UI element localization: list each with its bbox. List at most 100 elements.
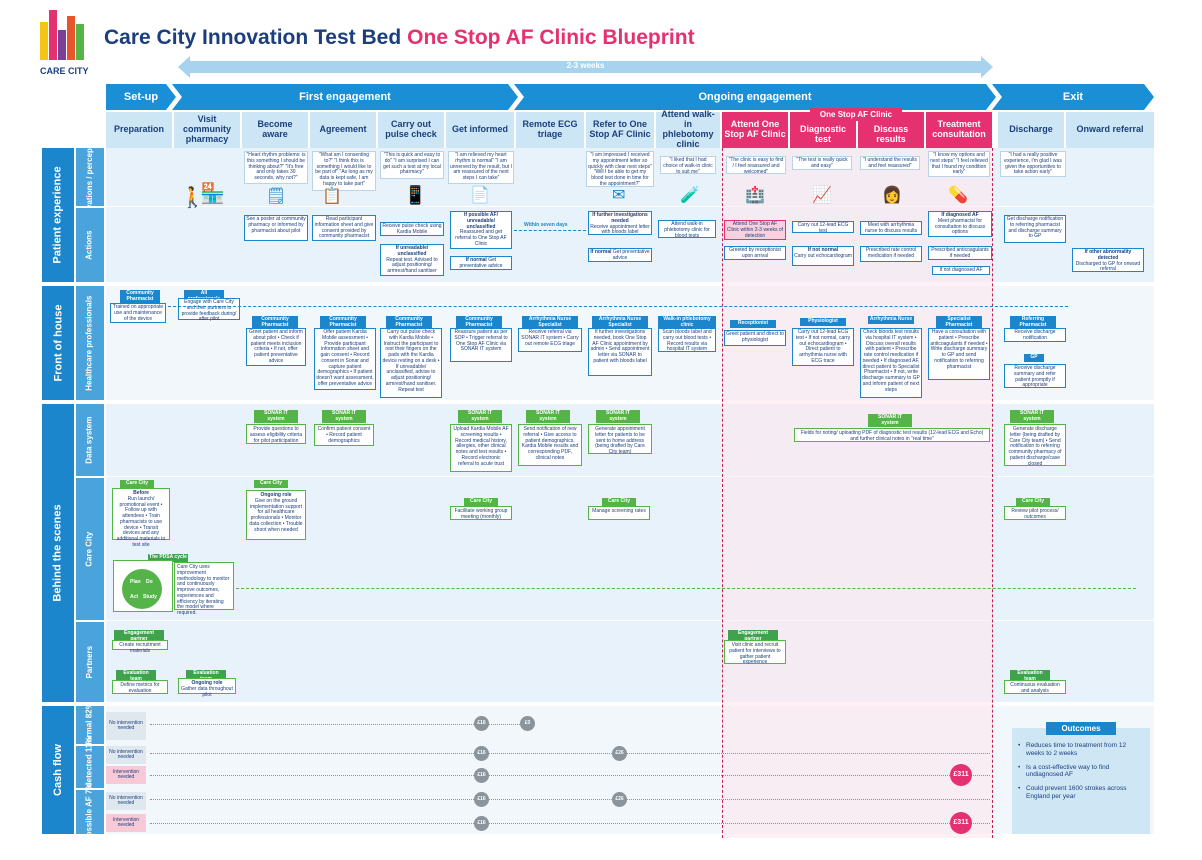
cash-normal-label: No intervention needed [106,712,146,740]
flow-line-seven-days [514,230,586,231]
flow-line-pharmacist [168,306,1068,307]
quote-clinic: "The clinic is easy to find / I feel rea… [726,156,786,174]
action-discharge: Get discharge notification to referring … [1004,215,1066,243]
outcomes-panel: Outcomes Reduces time to treatment from … [1012,722,1150,834]
action-normal: If normal Get preventative advice [450,256,512,270]
hdr-specialist: Specialist Pharmacist [936,316,982,329]
clinic-zone [722,148,992,838]
quote-informed: "I am relieved my heart rhythm is normal… [448,151,514,184]
hdr-carecity-1: Care City [120,480,154,488]
band-front: Front of house [42,286,74,400]
quote-diagnostic: "The test is really quick and easy" [792,156,852,170]
walking-person-icon: 🚶 [180,187,205,209]
cash-line [150,775,990,776]
stage-first-engagement: First engagement [172,84,518,110]
within-seven-days: Within seven days [524,222,568,228]
cc-facilitate: Facilitate working group meeting (monthl… [450,506,512,520]
data-consent: Confirm patient consent • Record patient… [314,424,374,446]
care-city-logo: CARE CITY [34,10,96,86]
data-discharge: Generate discharge letter (being drafted… [1004,424,1066,466]
hcp-receptionist: Greet patient and direct to physiologist [724,330,786,346]
lane-actions: Actions [76,208,104,282]
hdr-carecity-5: Care City [1016,498,1050,506]
hdr-engagement-1: Engagement partner [114,630,164,643]
sub-agreement: Agreement [310,112,376,148]
divider [106,476,1154,477]
hcp-greet: Greet patient and inform about pilot • C… [246,328,306,366]
hdr-sonar-6: SONAR IT system [868,414,912,427]
data-upload: Upload Kardia Mobile AF screening result… [450,424,512,472]
quote-results: "I understand the results and feel reass… [860,156,920,170]
row-cash [106,706,1154,834]
document-icon: 📄 [470,187,490,204]
hcp-engage: Engage with Care City and their partners… [178,298,240,322]
action-ecg: Carry out 12-lead ECG test [792,221,854,234]
money-bag-icon: £311 [950,764,972,786]
poster-icon: 🗒 [266,188,287,205]
hdr-cp-agreement: Community Pharmacist [320,316,366,329]
lane-possible: Possible AF 7% [76,782,104,842]
hcp-book: If further investigations needed, book O… [588,328,652,376]
action-refer-normal: If normal Get preventative advice [588,248,652,262]
hdr-cp-pulse: Community Pharmacist [386,316,432,329]
hdr-cp-aware: Community Pharmacist [252,316,298,329]
sub-treatment: Treatment consultation [926,112,992,148]
money-bag-icon: £16 [474,716,489,731]
hcp-remote: Receive referral via SONAR IT system • C… [518,328,582,352]
hdr-arrhythmia: Arrhythmia Nurse [868,316,914,324]
stage-exit: Exit [992,84,1154,110]
lane-data: Data system [76,404,104,476]
action-pulse: Receive pulse check using Kardia Mobile [380,222,444,236]
lane-hcp: Healthcare professionals [76,286,104,400]
partner-visit: Visit clinic and recruit patient for int… [724,640,786,665]
hdr-cp-informed: Community Pharmacist [456,316,502,329]
divider [106,206,1154,207]
hdr-physiologist: Physiologist [800,318,846,326]
hcp-gp: Receive discharge summary and refer pati… [1004,364,1066,388]
quote-treatment: "I know my options and next steps" "I fe… [928,151,990,177]
cash-line [150,799,990,800]
lane-carecity: Care City [76,478,104,620]
outcomes-title: Outcomes [1046,722,1116,735]
cash-possible-no: No intervention needed [106,792,146,810]
partner-recruitment: Create recruitment materials [112,640,168,654]
band-cash: Cash flow [42,706,74,834]
action-agreement: Read participant information sheet and g… [312,215,376,241]
quote-phlebotomy: "I liked that I had choice of walk-in cl… [660,156,716,174]
lane-partners: Partners [76,622,104,702]
action-possible-af: If possible AF/ unreadable/ unclassified… [450,211,512,249]
weeks-arrow [178,56,993,78]
money-bag-icon: £16 [474,746,489,761]
hdr-community-pharmacist: Community Pharmacist [120,290,160,303]
hospital-icon: 🏥 [745,187,765,204]
hdr-sonar-1: SONAR IT system [254,410,298,423]
medication-icon: 💊 [948,187,968,204]
money-bag-icon: £16 [474,792,489,807]
sub-visit: Visit community pharmacy [174,112,240,148]
ecg-icon: 📈 [812,187,832,204]
sub-phlebotomy: Attend walk-in phlebotomy clinic [656,109,720,149]
test-tube-icon: 🧪 [680,187,700,204]
sub-remote-ecg: Remote ECG triage [516,112,584,148]
action-anticoagulants: Prescribed anticoagulants if needed [928,246,992,260]
sub-discharge: Discharge [998,112,1064,148]
outcome-item: Reduces time to treatment from 12 weeks … [1018,742,1146,758]
hdr-carecity-4: Care City [602,498,636,506]
phone-icon: 📱 [404,185,427,205]
money-bag-icon: £16 [474,768,489,783]
action-discuss: Meet with arrhythmia nurse to discuss re… [860,221,922,235]
cc-review: Review pilot process/ outcomes [1004,506,1066,520]
action-not-af: If not diagnosed AF [932,266,990,275]
quote-refer: "I am impressed I received my appointmen… [586,151,654,187]
hcp-arrhythmia: Check bloods test results via hospital I… [860,328,922,398]
sub-pulse: Carry out pulse check [378,112,444,148]
quote-aware: "Heart rhythm problems: is this somethin… [244,151,308,184]
cc-pdsa-text: Care City uses improvement methodology t… [174,562,234,616]
hdr-sonar-2: SONAR IT system [322,410,366,423]
